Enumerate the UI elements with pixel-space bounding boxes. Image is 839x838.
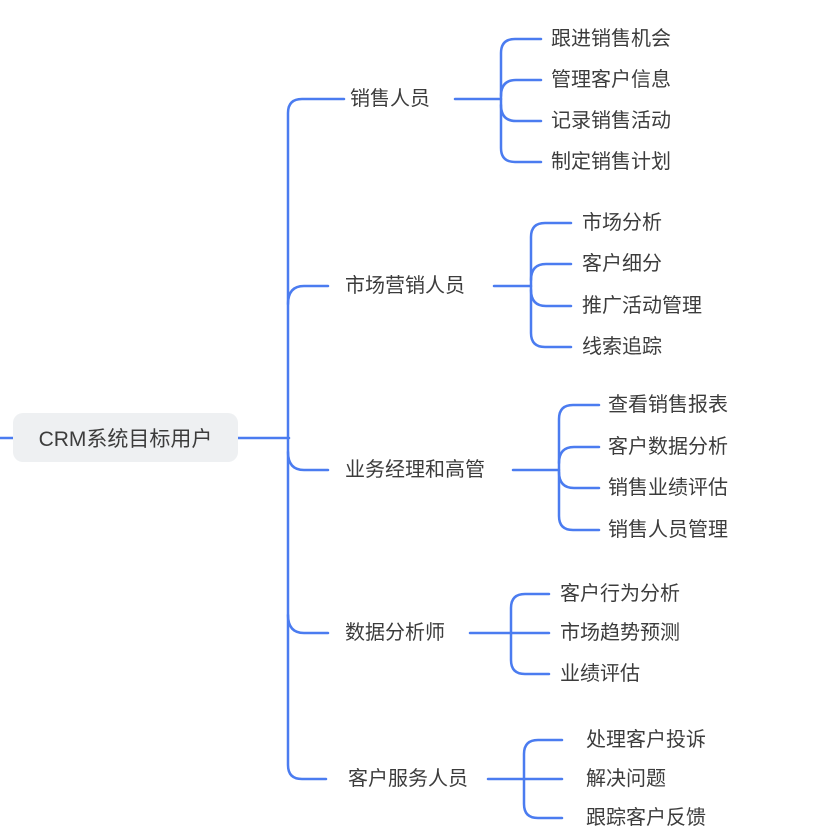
connector-managers-child2 [557,445,601,465]
connector-marketing-child3 [529,288,573,308]
leaf-node[interactable]: 客户行为分析 [560,583,680,605]
leaf-node[interactable]: 市场趋势预测 [560,622,680,644]
connector-marketing-bus [529,221,573,349]
leaf-node[interactable]: 客户数据分析 [608,436,728,458]
connector-sales-child3 [499,103,543,123]
connector-trunk-to-analysts [286,613,330,635]
leaf-node[interactable]: 推广活动管理 [582,295,702,317]
leaf-node[interactable]: 查看销售报表 [608,394,728,416]
branch-node-service[interactable]: 客户服务人员 [348,768,468,790]
connector-marketing-child2 [529,262,573,282]
leaf-node[interactable]: 制定销售计划 [551,151,671,173]
branch-node-sales[interactable]: 销售人员 [350,88,430,110]
leaf-node[interactable]: 解决问题 [586,768,666,790]
connector-trunk-to-managers [286,450,330,472]
leaf-node[interactable]: 业绩评估 [560,663,640,685]
leaf-node[interactable]: 线索追踪 [582,336,662,358]
leaf-node[interactable]: 跟踪客户反馈 [586,807,706,829]
leaf-node[interactable]: 跟进销售机会 [551,28,671,50]
leaf-node[interactable]: 处理客户投诉 [586,729,706,751]
connector-main-trunk [286,97,346,781]
branch-node-analysts[interactable]: 数据分析师 [345,622,445,644]
root-node[interactable]: CRM系统目标用户 [13,413,238,462]
connector-managers-child3 [557,470,601,490]
branch-node-marketing[interactable]: 市场营销人员 [345,275,465,297]
connector-managers-bus [557,403,601,532]
leaf-node[interactable]: 市场分析 [582,212,662,234]
leaf-node[interactable]: 销售业绩评估 [608,477,728,499]
leaf-node[interactable]: 销售人员管理 [608,519,728,541]
connector-sales-child2 [499,78,543,98]
leaf-node[interactable]: 管理客户信息 [551,69,671,91]
leaf-node[interactable]: 客户细分 [582,253,662,275]
connector-sales-bus [499,37,543,164]
leaf-node[interactable]: 记录销售活动 [551,110,671,132]
branch-node-managers[interactable]: 业务经理和高管 [345,459,485,481]
connector-trunk-to-marketing [286,284,330,306]
